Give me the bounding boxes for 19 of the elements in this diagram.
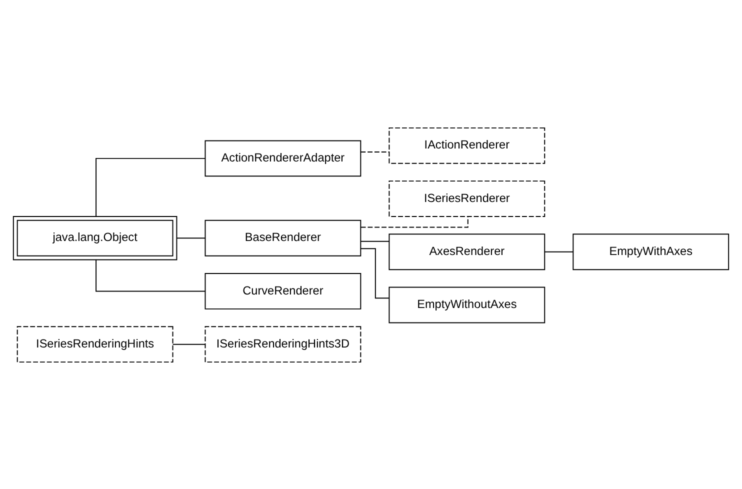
- connector: [96, 157, 206, 216]
- node-box: BaseRenderer: [204, 219, 362, 256]
- node-box: IActionRenderer: [388, 126, 546, 164]
- node-box: ISeriesRenderer: [388, 180, 546, 216]
- node-box: EmptyWithoutAxes: [388, 286, 546, 323]
- node-box: ISeriesRenderingHints: [16, 326, 174, 362]
- node-box: ActionRendererAdapter: [204, 140, 362, 176]
- connector: [360, 240, 390, 242]
- connector: [176, 237, 206, 238]
- node-box: AxesRenderer: [388, 233, 546, 270]
- node-box: java.lang.Object: [12, 215, 178, 260]
- connector: [172, 343, 206, 344]
- node-box: EmptyWithAxes: [572, 233, 730, 270]
- connector: [360, 151, 390, 152]
- node-box: ISeriesRenderingHints3D: [204, 326, 362, 362]
- connector: [544, 250, 574, 252]
- connector: [360, 216, 468, 228]
- connector: [96, 259, 206, 292]
- node-box: CurveRenderer: [204, 272, 362, 309]
